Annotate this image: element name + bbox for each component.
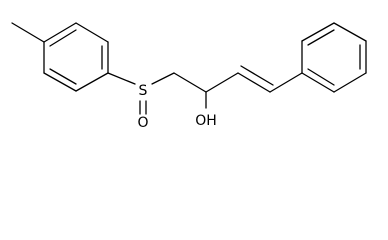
sulfur-ch2-bond [151, 72, 175, 85]
ch2-choh-bond [173, 72, 207, 93]
alkene-double-bond [237, 65, 274, 93]
oxygen-atom-label: O [137, 115, 148, 131]
ring-sulfur-bond [107, 72, 136, 85]
tolyl-ring [43, 22, 109, 92]
methyl-bond [11, 22, 45, 43]
sulfur-atom-label: S [139, 83, 148, 99]
hydroxyl-group-label: OH [195, 113, 217, 129]
sulfoxide-double-bond [139, 100, 147, 115]
choh-alkene-bond [205, 72, 239, 93]
phenyl-ring [301, 22, 367, 93]
chemical-structure-diagram: S O OH [11, 22, 367, 131]
alkene-phenyl-bond [269, 72, 303, 93]
